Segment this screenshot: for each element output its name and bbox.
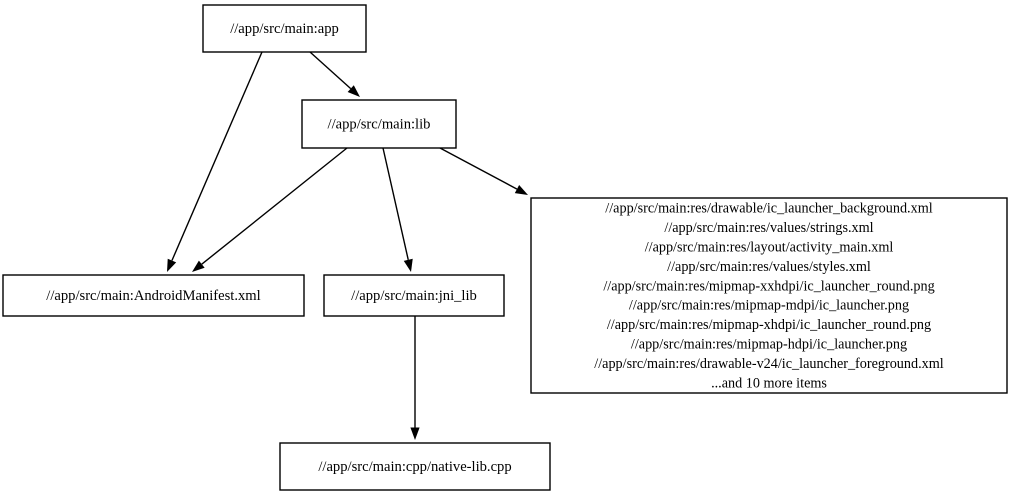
node-lib[interactable]: //app/src/main:lib xyxy=(301,99,457,149)
node-box[interactable] xyxy=(530,197,1008,394)
node-app[interactable]: //app/src/main:app xyxy=(202,4,367,53)
node-box[interactable] xyxy=(202,4,367,53)
node-box[interactable] xyxy=(2,274,305,317)
arrowhead-icon xyxy=(347,85,360,97)
resource-label-line: //app/src/main:res/mipmap-mdpi/ic_launch… xyxy=(629,298,909,314)
edge-jni-to-native xyxy=(410,316,420,440)
resource-label-line: //app/src/main:res/layout/activity_main.… xyxy=(645,240,894,256)
arrowhead-icon xyxy=(403,258,413,272)
resource-label-line: //app/src/main:res/mipmap-hdpi/ic_launch… xyxy=(631,337,907,353)
node-label: //app/src/main:app xyxy=(230,21,339,37)
resource-label-line: ...and 10 more items xyxy=(711,375,827,391)
node-label: //app/src/main:lib xyxy=(328,116,431,132)
edge-lib-to-jni xyxy=(382,147,413,272)
node-box[interactable] xyxy=(279,442,551,491)
arrowhead-icon xyxy=(192,260,205,272)
resource-label-line: //app/src/main:res/values/styles.xml xyxy=(667,259,871,275)
node-box[interactable] xyxy=(323,274,505,317)
arrowhead-icon xyxy=(410,427,420,440)
node-box[interactable] xyxy=(301,99,457,149)
resource-label-line: //app/src/main:res/drawable-v24/ic_launc… xyxy=(594,356,944,372)
resource-group-node[interactable]: //app/src/main:res/drawable/ic_launcher_… xyxy=(530,197,1008,394)
node-jni_lib[interactable]: //app/src/main:jni_lib xyxy=(323,274,505,317)
resource-label-line: //app/src/main:res/values/strings.xml xyxy=(664,220,873,236)
edge-line xyxy=(201,147,348,265)
edge-lib-to-manifest xyxy=(192,147,348,272)
node-label: //app/src/main:AndroidManifest.xml xyxy=(46,288,260,304)
node-native_lib[interactable]: //app/src/main:cpp/native-lib.cpp xyxy=(279,442,551,491)
resource-label-line: //app/src/main:res/mipmap-xxhdpi/ic_laun… xyxy=(603,278,934,294)
arrowhead-icon xyxy=(514,185,528,195)
arrowhead-icon xyxy=(167,258,177,272)
edge-app-to-lib xyxy=(309,51,360,97)
edge-lib-to-res xyxy=(439,147,528,195)
resource-label-line: //app/src/main:res/mipmap-xhdpi/ic_launc… xyxy=(607,317,931,333)
edge-line xyxy=(309,51,352,90)
node-label: //app/src/main:jni_lib xyxy=(351,288,477,304)
edge-line xyxy=(171,51,263,261)
resource-label-line: //app/src/main:res/drawable/ic_launcher_… xyxy=(605,201,932,217)
edge-app-to-manifest xyxy=(167,51,263,272)
node-label: //app/src/main:cpp/native-lib.cpp xyxy=(318,459,511,475)
edge-line xyxy=(382,147,409,260)
node-manifest[interactable]: //app/src/main:AndroidManifest.xml xyxy=(2,274,305,317)
nodes-layer: //app/src/main:app //app/src/main:lib //ap… xyxy=(2,4,551,491)
edges-layer xyxy=(167,51,528,440)
edge-line xyxy=(439,147,518,190)
